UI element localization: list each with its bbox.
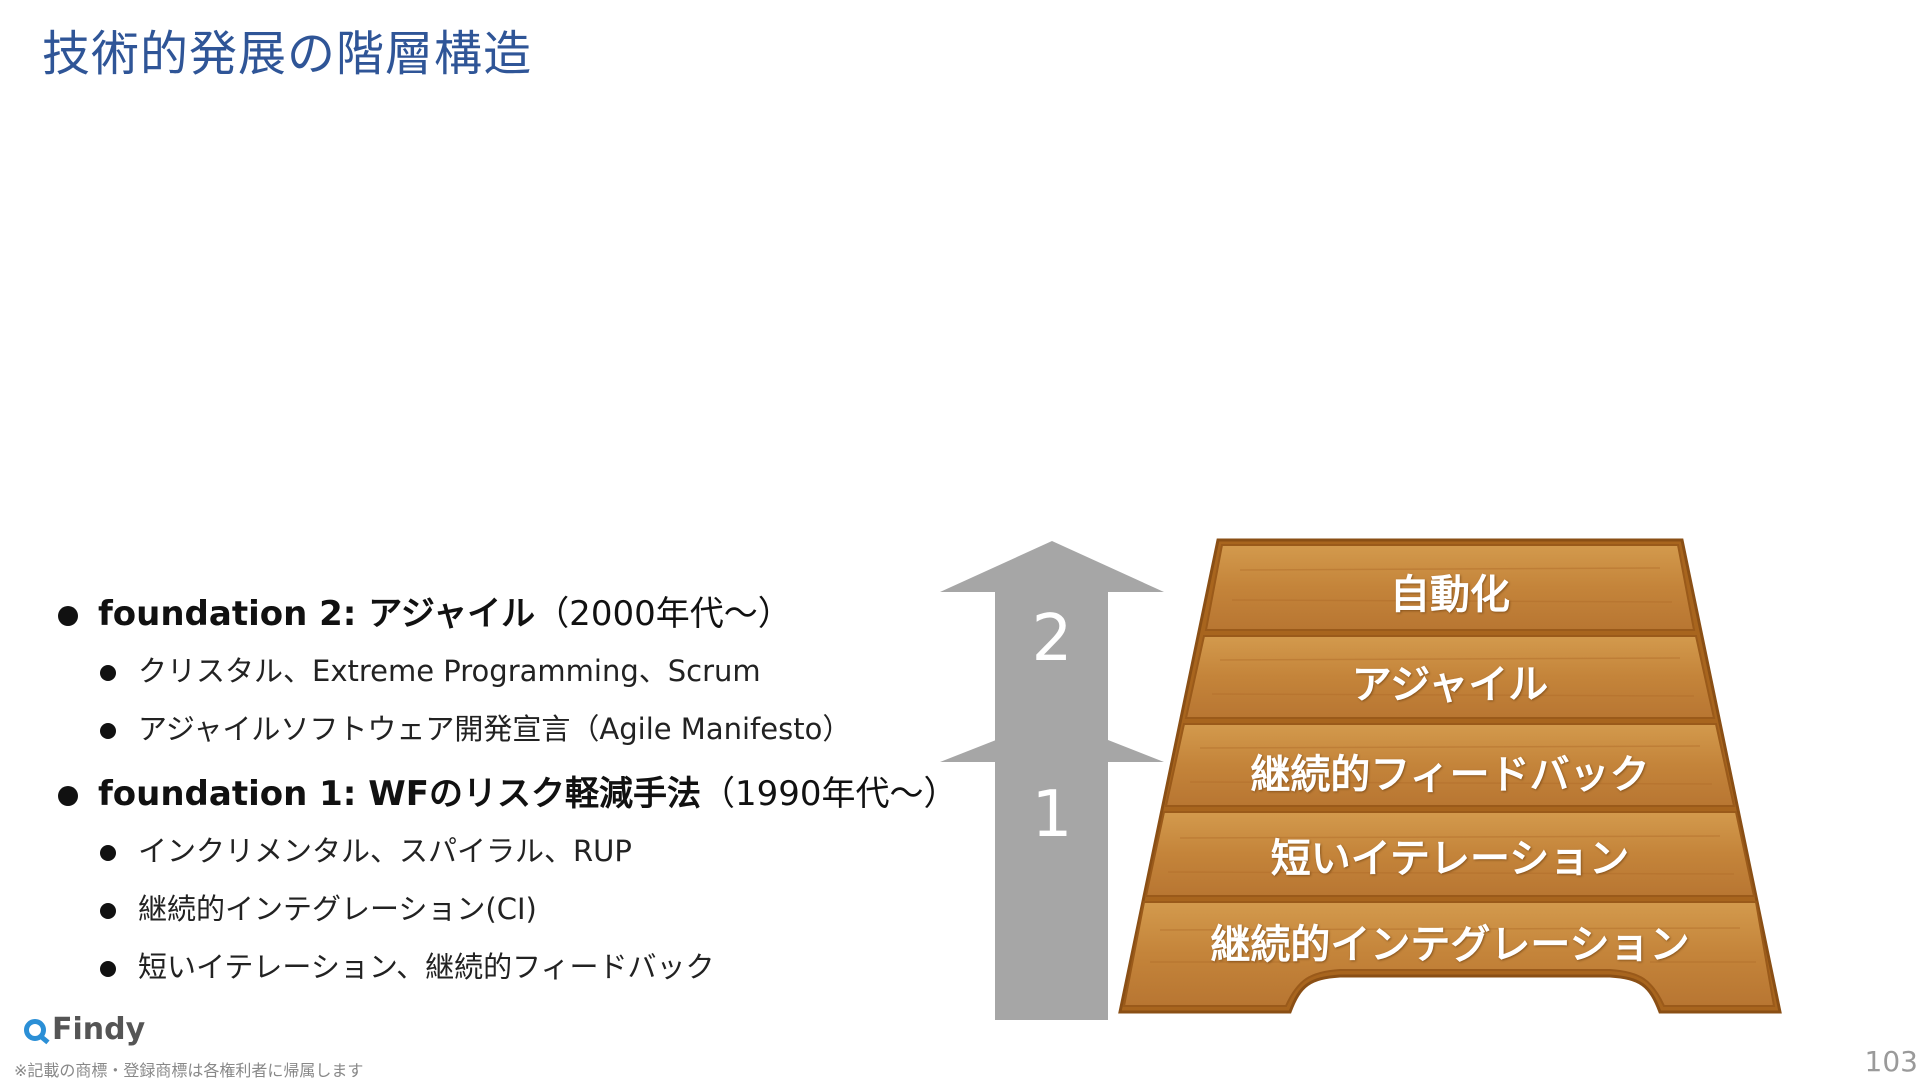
trademark-footnote: ※記載の商標・登録商標は各権利者に帰属します: [14, 1057, 363, 1081]
step-label-short-iteration: 短いイテレーション: [1271, 826, 1629, 884]
page-number: 103: [1865, 1045, 1918, 1078]
step-label-continuous-feedback: 継続的フィードバック: [1250, 742, 1649, 800]
findy-logo-icon: [24, 1019, 46, 1041]
step-label-agile: アジャイル: [1352, 652, 1548, 710]
findy-logo: Findy: [24, 1012, 145, 1047]
logo-text: Findy: [52, 1012, 145, 1047]
step-label-automation: 自動化: [1390, 562, 1510, 620]
step-label-continuous-integration: 継続的インテグレーション: [1210, 912, 1689, 970]
